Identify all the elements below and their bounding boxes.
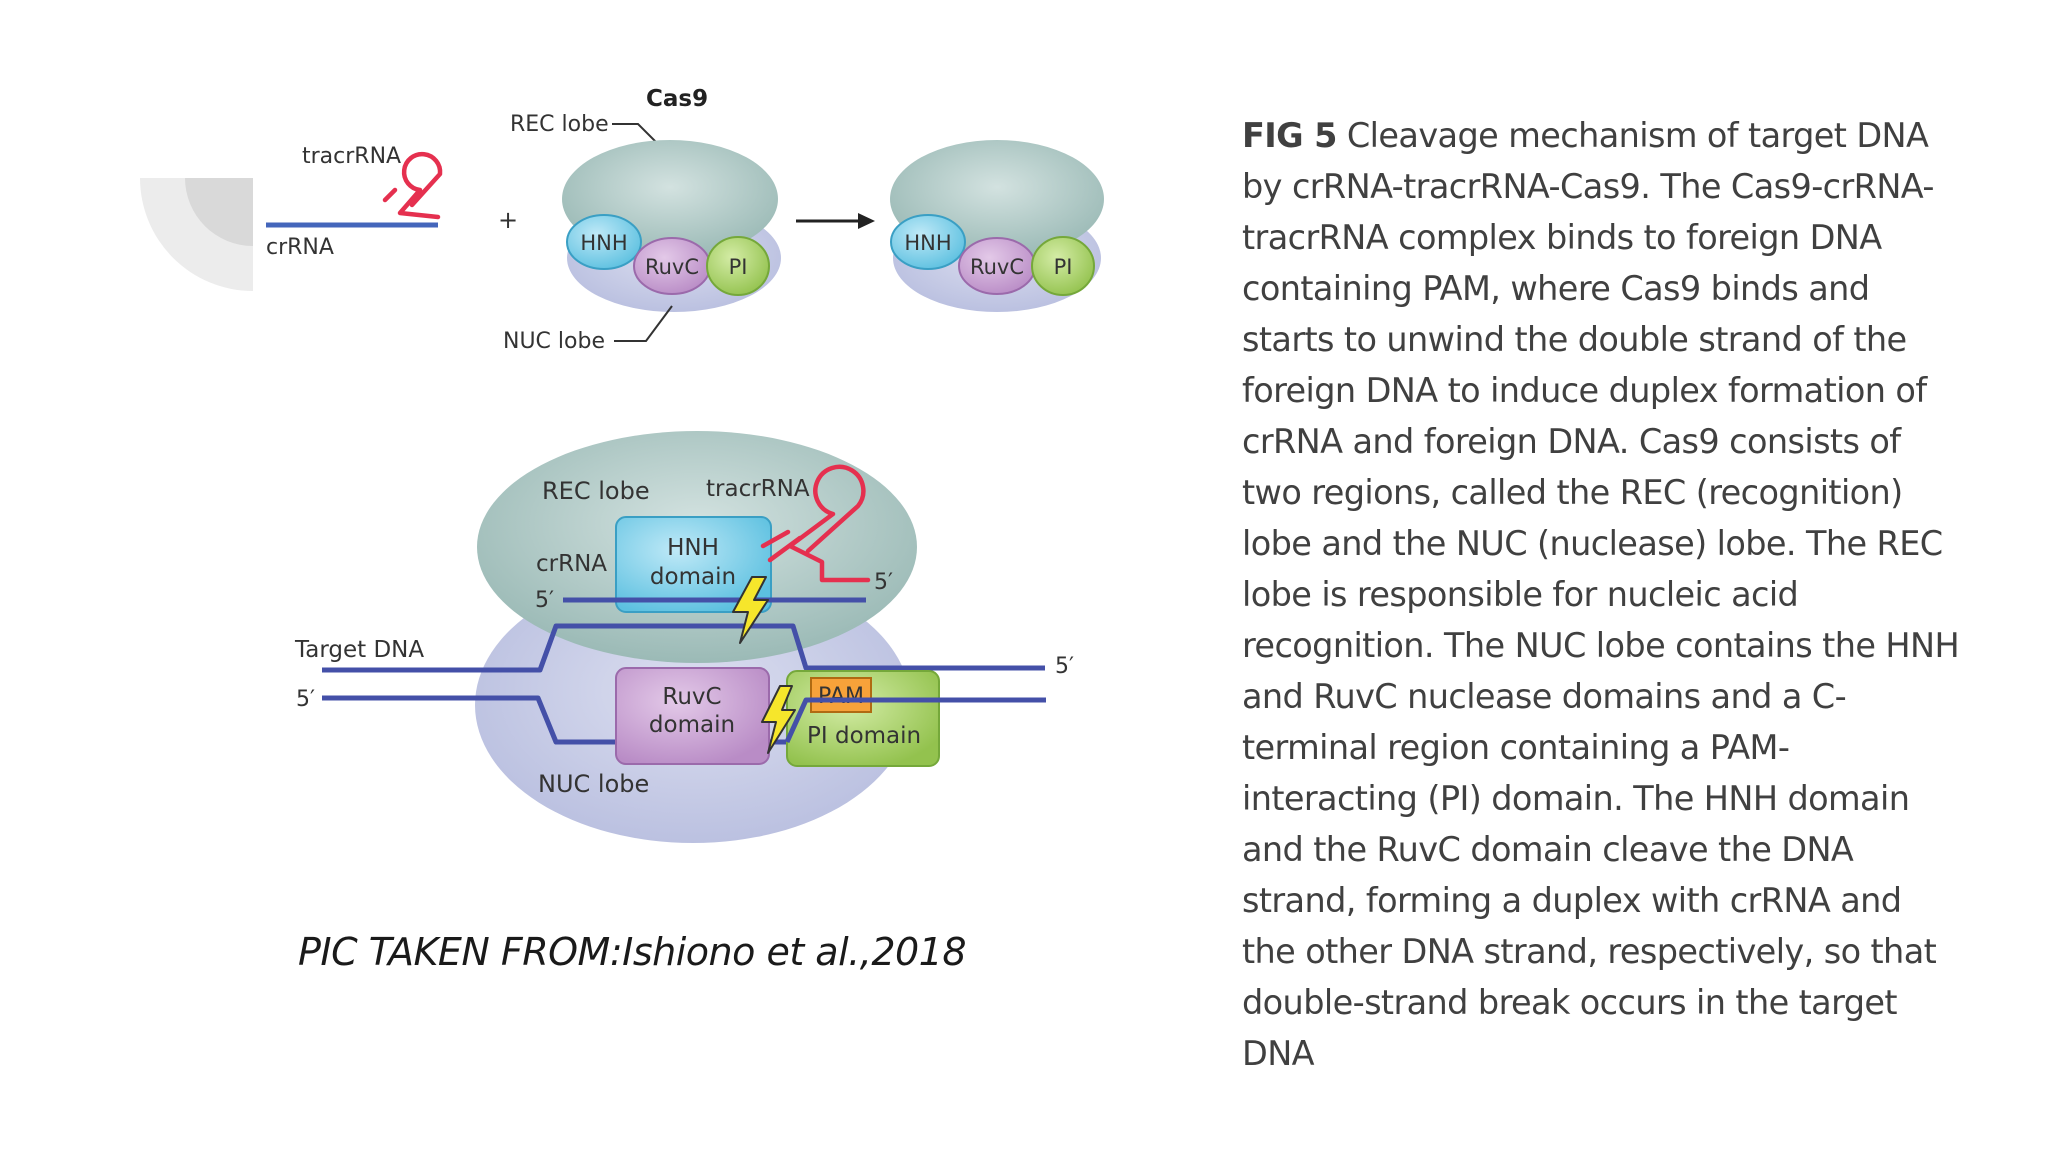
cas9-dna-complex: REC lobe tracrRNA HNH domain crRNA 5′ 5′…: [294, 431, 1074, 843]
label-pi-top-right: PI: [1054, 255, 1073, 279]
target-dna-top-strand: [322, 623, 1045, 673]
free-rna-group: tracrRNA crRNA: [266, 144, 443, 260]
caption-text: Cleavage mechanism of target DNA by crRN…: [1242, 116, 1960, 1073]
label-ruvc-domain-line2: domain: [649, 712, 735, 738]
nuc-lobe-leader-top: [614, 305, 673, 342]
cas9-mechanism-diagram: tracrRNA crRNA + Cas9 REC lobe HNH RuvC …: [266, 86, 1104, 843]
reaction-arrow: [796, 213, 875, 229]
label-ruvc-top-right: RuvC: [970, 255, 1024, 279]
label-hnh-top-left: HNH: [580, 231, 627, 255]
label-crrna-bottom: crRNA: [536, 551, 607, 577]
label-hnh-domain-line2: domain: [650, 564, 736, 590]
label-pi-domain: PI domain: [807, 723, 921, 749]
label-pi-top-left: PI: [729, 255, 748, 279]
decorative-arc: [140, 178, 253, 291]
figure-caption: FIG 5 Cleavage mechanism of target DNA b…: [1242, 110, 1962, 1079]
cas9-protein-left: Cas9 REC lobe HNH RuvC PI NUC lobe: [503, 86, 781, 354]
label-tracrrna-bottom: tracrRNA: [706, 476, 810, 502]
label-ruvc-top-left: RuvC: [645, 255, 699, 279]
cleavage-bolt-hnh: [732, 576, 769, 644]
label-hnh-domain-line1: HNH: [667, 535, 719, 561]
label-ruvc-domain-line1: RuvC: [662, 684, 721, 710]
label-nuc-lobe-top: NUC lobe: [503, 329, 605, 354]
label-cas9: Cas9: [646, 86, 708, 112]
label-crrna-top: crRNA: [266, 235, 334, 260]
pi-domain-top-left: [706, 236, 770, 296]
hnh-domain-top-left: [566, 214, 642, 270]
cleavage-bolt-ruvc: [761, 685, 796, 754]
label-5prime-right: 5′: [1055, 654, 1074, 679]
hnh-domain-box: [615, 516, 772, 613]
label-rec-lobe-bottom: REC lobe: [542, 477, 650, 505]
label-pam: PAM: [818, 684, 864, 709]
label-tracrrna-top: tracrRNA: [302, 144, 401, 169]
label-nuc-lobe-bottom: NUC lobe: [538, 770, 649, 798]
pi-domain-top-right: [1031, 236, 1095, 296]
pam-box: [810, 677, 872, 713]
tracrrna-hairpin-bottom: [760, 464, 871, 583]
cas9-protein-right: HNH RuvC PI: [890, 140, 1104, 312]
plus-sign: +: [498, 206, 518, 234]
image-credit: PIC TAKEN FROM:Ishiono et al.,2018: [298, 930, 967, 974]
label-rec-lobe-top: REC lobe: [510, 112, 609, 137]
tracrrna-hairpin-top: [382, 151, 443, 220]
label-5prime-tracr: 5′: [874, 570, 893, 595]
label-hnh-top-right: HNH: [904, 231, 951, 255]
caption-label: FIG 5: [1242, 116, 1337, 155]
label-5prime-crrna: 5′: [535, 588, 554, 613]
hnh-domain-top-right: [890, 214, 966, 270]
label-target-dna: Target DNA: [294, 637, 424, 663]
target-dna-bottom-strand-front: [784, 697, 1046, 744]
label-5prime-left: 5′: [296, 687, 315, 712]
